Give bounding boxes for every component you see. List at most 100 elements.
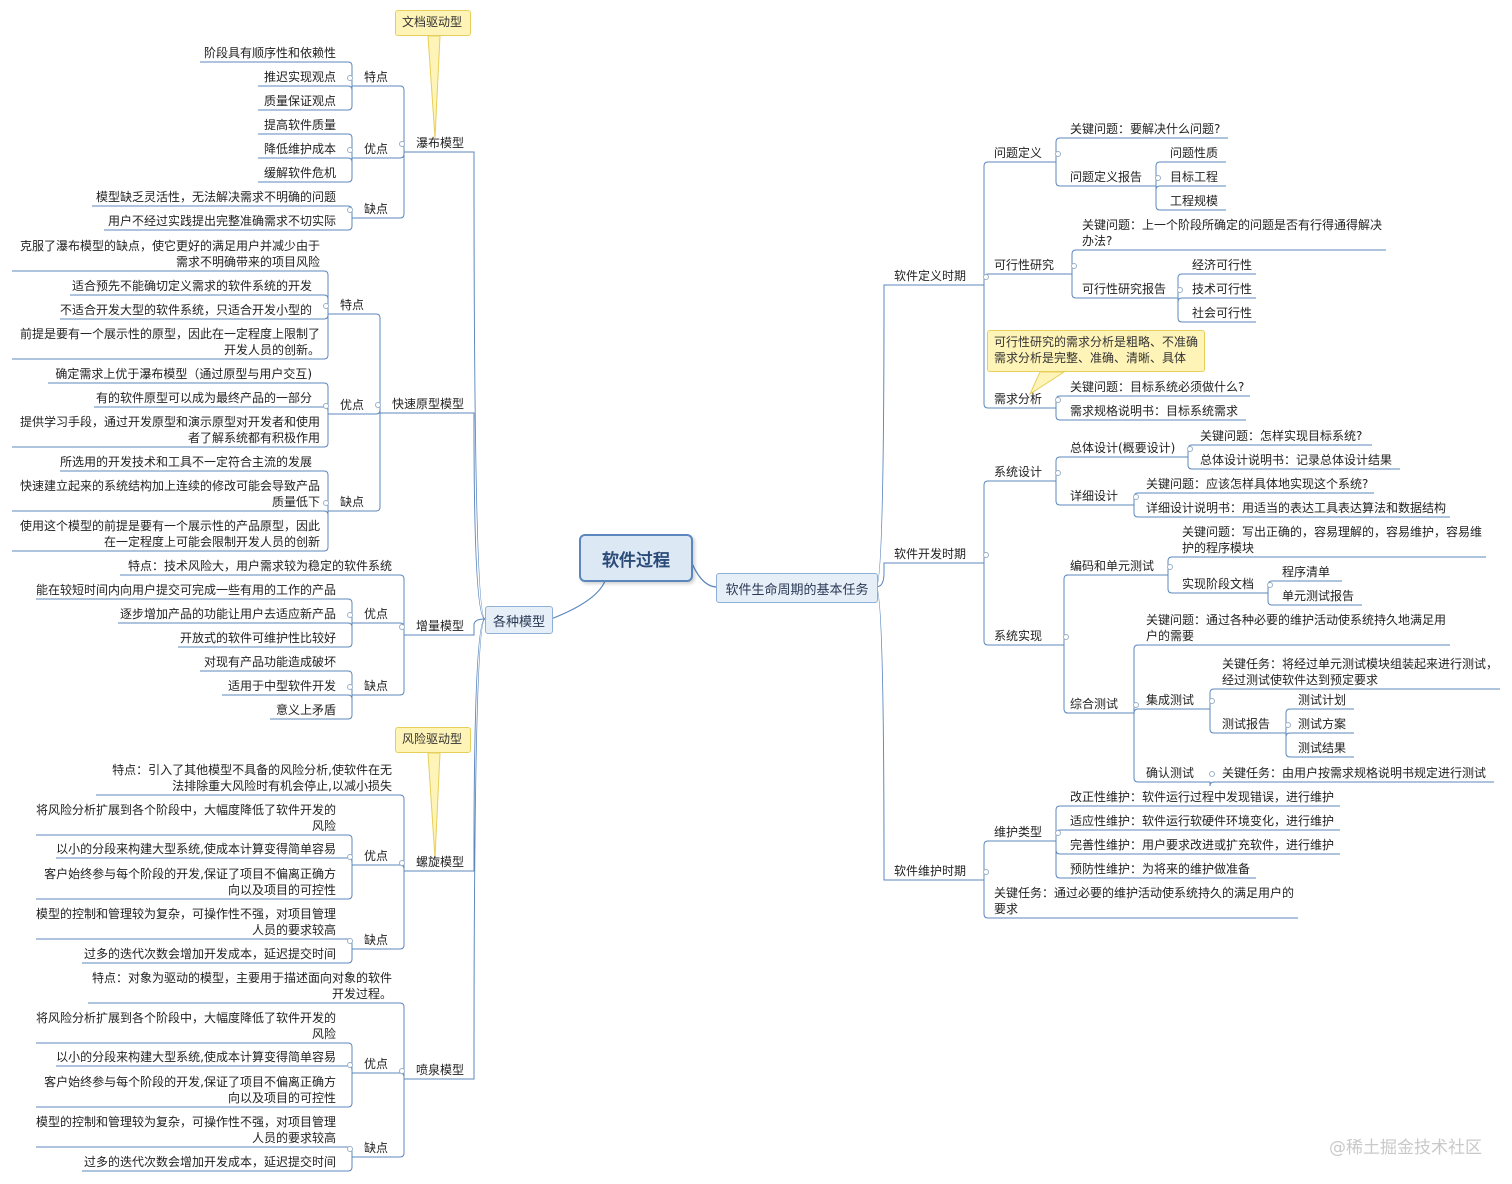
waterfall-model[interactable]: 瀑布模型 <box>415 136 464 150</box>
problem-definition-report[interactable]: 问题定义报告 <box>1070 170 1143 184</box>
leaf-topic[interactable]: 快速建立起来的系统结构加上连续的修改可能会导致产品质量低下 <box>20 479 321 509</box>
leaf-topic[interactable]: 详细设计说明书：用适当的表达工具表达算法和数据结构 <box>1146 501 1447 515</box>
leaf-topic[interactable]: 单元测试报告 <box>1282 589 1355 603</box>
leaf-topic[interactable]: 不适合开发大型的软件系统，只适合开发小型的 <box>59 303 312 317</box>
coding-unit-test[interactable]: 编码和单元测试 <box>1070 559 1155 573</box>
central-topic[interactable]: 软件过程 <box>579 534 693 582</box>
feasibility-report[interactable]: 可行性研究报告 <box>1082 282 1167 296</box>
overall-design[interactable]: 总体设计(概要设计) <box>1070 441 1176 455</box>
collapse-dot-icon[interactable] <box>1209 698 1215 704</box>
leaf-topic[interactable]: 开放式的软件可维护性比较好 <box>179 631 336 645</box>
test-report[interactable]: 测试报告 <box>1222 717 1271 731</box>
collapse-dot-icon[interactable] <box>1133 702 1139 708</box>
leaf-topic[interactable]: 将风险分析扩展到各个阶段中，大幅度降低了软件开发的风险 <box>36 803 337 833</box>
leaf-topic[interactable]: 问题性质 <box>1170 146 1219 160</box>
leaf-topic[interactable]: 所选用的开发技术和工具不一定符合主流的发展 <box>59 455 312 469</box>
collapse-dot-icon[interactable] <box>1267 582 1273 588</box>
leaf-topic[interactable]: 提供学习手段，通过开发原型和演示原型对开发者和使用者了解系统都有积极作用 <box>20 415 321 445</box>
leaf-topic[interactable]: 降低维护成本 <box>263 142 336 156</box>
leaf-topic[interactable]: 预防性维护：为将来的维护做准备 <box>1070 862 1251 876</box>
collapse-dot-icon[interactable] <box>347 1146 353 1152</box>
collapse-dot-icon[interactable] <box>1071 263 1077 269</box>
collapse-dot-icon[interactable] <box>347 854 353 860</box>
leaf-topic[interactable]: 逐步增加产品的功能让用户去适应新产品 <box>119 607 336 621</box>
maintenance-types[interactable]: 维护类型 <box>994 825 1043 839</box>
main-topic-lifecycle[interactable]: 软件生命周期的基本任务 <box>716 573 878 603</box>
leaf-topic[interactable]: 对现有产品功能造成破坏 <box>203 655 336 669</box>
leaf-topic[interactable]: 克服了瀑布模型的缺点，使它更好的满足用户并减少由于需求不明确带来的项目风险 <box>20 239 321 269</box>
collapse-dot-icon[interactable] <box>399 1068 405 1074</box>
collapse-dot-icon[interactable] <box>1285 722 1291 728</box>
leaf-topic[interactable]: 客户始终参与每个阶段的开发,保证了项目不偏离正确方向以及项目的可控性 <box>44 867 336 897</box>
leaf-topic[interactable]: 缓解软件危机 <box>263 166 336 180</box>
collapse-dot-icon[interactable] <box>399 624 405 630</box>
leaf-topic[interactable]: 程序清单 <box>1282 565 1331 579</box>
collapse-dot-icon[interactable] <box>375 402 381 408</box>
leaf-topic[interactable]: 以小的分段来构建大型系统,使成本计算变得简单容易 <box>56 842 336 856</box>
integration-test[interactable]: 集成测试 <box>1146 693 1195 707</box>
leaf-topic[interactable]: 目标工程 <box>1170 170 1219 184</box>
spiral-model[interactable]: 螺旋模型 <box>415 855 464 869</box>
collapse-dot-icon[interactable] <box>1133 494 1139 500</box>
leaf-topic[interactable]: 将风险分析扩展到各个阶段中，大幅度降低了软件开发的风险 <box>36 1011 337 1041</box>
prototype-disadvantage[interactable]: 缺点 <box>339 495 364 509</box>
fountain-model[interactable]: 喷泉模型 <box>415 1063 464 1077</box>
collapse-dot-icon[interactable] <box>347 147 353 153</box>
collapse-dot-icon[interactable] <box>1063 634 1069 640</box>
fountain-advantage[interactable]: 优点 <box>363 1057 388 1071</box>
prototype-model[interactable]: 快速原型模型 <box>391 397 464 411</box>
collapse-dot-icon[interactable] <box>347 938 353 944</box>
incremental-model[interactable]: 增量模型 <box>415 619 464 633</box>
collapse-dot-icon[interactable] <box>323 500 329 506</box>
leaf-topic[interactable]: 关键问题：上一个阶段所确定的问题是否有行得通得解决办法? <box>1082 218 1383 248</box>
leaf-topic[interactable]: 关键问题：写出正确的，容易理解的，容易维护，容易维护的程序模块 <box>1182 525 1483 555</box>
leaf-topic[interactable]: 过多的迭代次数会增加开发成本，延迟提交时间 <box>83 1155 336 1169</box>
leaf-topic[interactable]: 使用这个模型的前提是要有一个展示性的产品原型，因此在一定程度上可能会限制开发人员… <box>20 519 321 549</box>
prototype-feature[interactable]: 特点 <box>339 298 364 312</box>
incremental-disadvantage[interactable]: 缺点 <box>363 679 388 693</box>
detailed-design[interactable]: 详细设计 <box>1070 489 1119 503</box>
collapse-dot-icon[interactable] <box>399 860 405 866</box>
collapse-dot-icon[interactable] <box>1187 446 1193 452</box>
leaf-topic[interactable]: 适应性维护：软件运行软硬件环境变化，进行维护 <box>1070 814 1335 828</box>
problem-definition[interactable]: 问题定义 <box>994 146 1043 160</box>
requirement-analysis[interactable]: 需求分析 <box>994 392 1043 406</box>
collapse-dot-icon[interactable] <box>1155 175 1161 181</box>
prototype-advantage[interactable]: 优点 <box>339 398 364 412</box>
collapse-dot-icon[interactable] <box>1055 397 1061 403</box>
leaf-topic[interactable]: 测试结果 <box>1298 741 1347 755</box>
leaf-topic[interactable]: 特点：对象为驱动的模型，主要用于描述面向对象的软件开发过程。 <box>92 971 393 1001</box>
collapse-dot-icon[interactable] <box>1055 830 1061 836</box>
leaf-topic[interactable]: 关键问题：应该怎样具体地实现这个系统? <box>1146 477 1369 491</box>
leaf-topic[interactable]: 客户始终参与每个阶段的开发,保证了项目不偏离正确方向以及项目的可控性 <box>44 1075 336 1105</box>
collapse-dot-icon[interactable] <box>1177 287 1183 293</box>
collapse-dot-icon[interactable] <box>323 403 329 409</box>
collapse-dot-icon[interactable] <box>1209 771 1215 777</box>
leaf-topic[interactable]: 测试方案 <box>1298 717 1347 731</box>
leaf-topic[interactable]: 模型的控制和管理较为复杂，可操作性不强，对项目管理人员的要求较高 <box>36 1115 337 1145</box>
leaf-topic[interactable]: 前提是要有一个展示性的原型，因此在一定程度上限制了开发人员的创新。 <box>20 327 321 357</box>
leaf-topic[interactable]: 总体设计说明书：记录总体设计结果 <box>1200 453 1393 467</box>
leaf-topic[interactable]: 关键问题：通过各种必要的维护活动使系统持久地满足用户的需要 <box>1146 613 1447 643</box>
incremental-advantage[interactable]: 优点 <box>363 607 388 621</box>
leaf-topic[interactable]: 过多的迭代次数会增加开发成本，延迟提交时间 <box>83 947 336 961</box>
leaf-topic[interactable]: 以小的分段来构建大型系统,使成本计算变得简单容易 <box>56 1050 336 1064</box>
leaf-topic[interactable]: 工程规模 <box>1170 194 1219 208</box>
definition-period[interactable]: 软件定义时期 <box>894 269 967 283</box>
leaf-topic[interactable]: 能在较短时间内向用户提交可完成一些有用的工作的产品 <box>35 583 336 597</box>
leaf-topic[interactable]: 适合预先不能确切定义需求的软件系统的开发 <box>71 279 312 293</box>
collapse-dot-icon[interactable] <box>983 274 989 280</box>
leaf-topic[interactable]: 推迟实现观点 <box>263 70 336 84</box>
leaf-topic[interactable]: 适用于中型软件开发 <box>227 679 336 693</box>
leaf-topic[interactable]: 用户不经过实践提出完整准确需求不切实际 <box>107 214 336 228</box>
leaf-topic[interactable]: 有的软件原型可以成为最终产品的一部分 <box>95 391 312 405</box>
implementation-docs[interactable]: 实现阶段文档 <box>1182 577 1255 591</box>
collapse-dot-icon[interactable] <box>983 869 989 875</box>
leaf-topic[interactable]: 提高软件质量 <box>263 118 336 132</box>
collapse-dot-icon[interactable] <box>347 612 353 618</box>
spiral-disadvantage[interactable]: 缺点 <box>363 933 388 947</box>
integrated-testing[interactable]: 综合测试 <box>1070 697 1119 711</box>
leaf-topic[interactable]: 需求规格说明书：目标系统需求 <box>1070 404 1239 418</box>
collapse-dot-icon[interactable] <box>347 75 353 81</box>
spiral-advantage[interactable]: 优点 <box>363 849 388 863</box>
